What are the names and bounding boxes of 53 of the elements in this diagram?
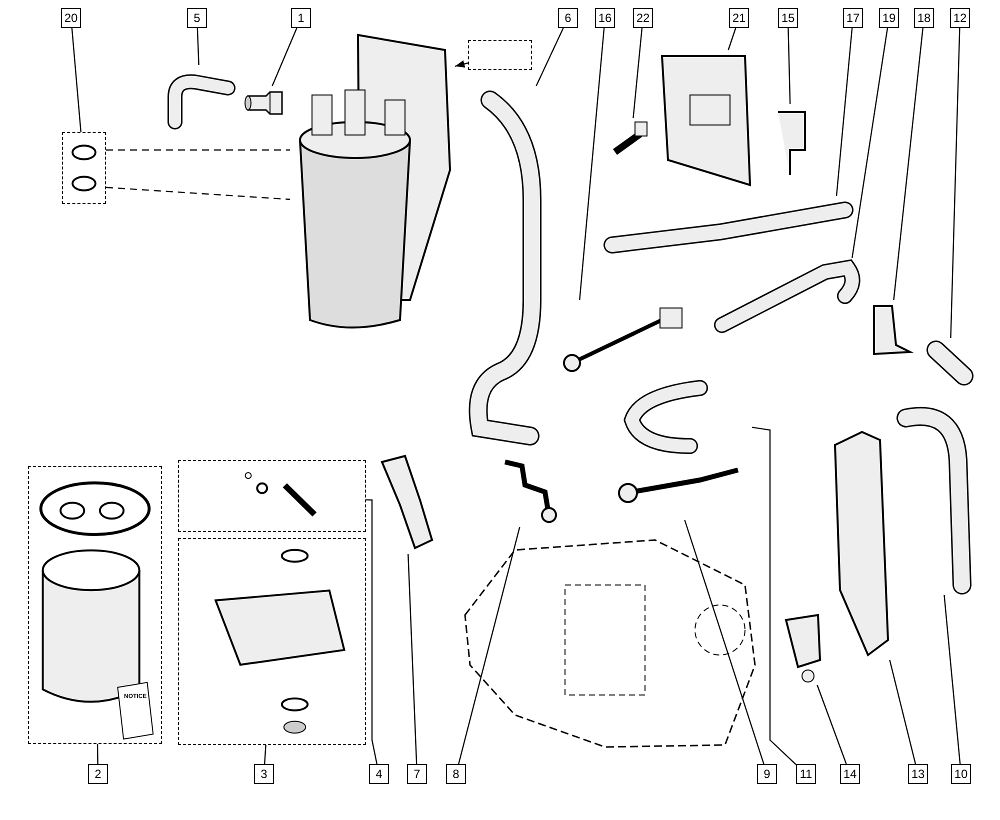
leader-line <box>728 28 736 50</box>
callout-number: 8 <box>446 764 466 784</box>
callout-number: 10 <box>951 764 971 784</box>
callout-number: 11 <box>796 764 816 784</box>
leader-line <box>893 28 924 300</box>
callout-number: 22 <box>633 8 653 28</box>
callout-number: 7 <box>407 764 427 784</box>
callout-number: 3 <box>254 764 274 784</box>
leader-line <box>458 526 520 764</box>
callout-number: 20 <box>61 8 81 28</box>
empty-dashed-frame <box>468 40 532 70</box>
leader-line <box>816 684 847 764</box>
leader-line <box>366 499 378 764</box>
leader-line <box>944 594 961 764</box>
callout-number: 1 <box>291 8 311 28</box>
leader-line <box>889 660 916 764</box>
assembly-line <box>106 149 290 151</box>
filter-kit-box <box>28 466 162 744</box>
leader-line <box>96 744 98 764</box>
leader-line <box>408 554 418 764</box>
callout-number: 2 <box>88 764 108 784</box>
callout-number: 6 <box>558 8 578 28</box>
callout-number: 19 <box>879 8 899 28</box>
leader-line <box>684 520 764 764</box>
leader-line <box>196 28 200 66</box>
leader-line <box>579 28 605 300</box>
callout-number: 14 <box>840 764 860 784</box>
leader-line <box>272 28 298 86</box>
o-ring-set-box <box>62 132 106 204</box>
leader-line <box>536 28 564 86</box>
assembly-line <box>106 186 290 200</box>
callout-number: 12 <box>950 8 970 28</box>
leader-line <box>836 28 853 196</box>
leader-line <box>632 28 643 118</box>
filter-head-kit-box <box>178 538 366 745</box>
leader-line <box>950 28 960 338</box>
sensor-kit-box <box>178 460 366 532</box>
callout-number: 16 <box>595 8 615 28</box>
callout-number: 9 <box>757 764 777 784</box>
assembly-line <box>454 60 468 68</box>
leader-line <box>264 744 266 764</box>
callout-number: 18 <box>914 8 934 28</box>
leader-line <box>852 28 888 258</box>
leader-line <box>752 426 796 766</box>
leader-line <box>788 28 791 104</box>
callout-number: 21 <box>729 8 749 28</box>
leader-line <box>71 28 82 132</box>
callout-number: 15 <box>778 8 798 28</box>
callout-number: 13 <box>908 764 928 784</box>
callout-number: 5 <box>187 8 207 28</box>
callout-number: 17 <box>843 8 863 28</box>
callout-number: 4 <box>369 764 389 784</box>
hose-sleeve-drawing <box>925 338 975 388</box>
